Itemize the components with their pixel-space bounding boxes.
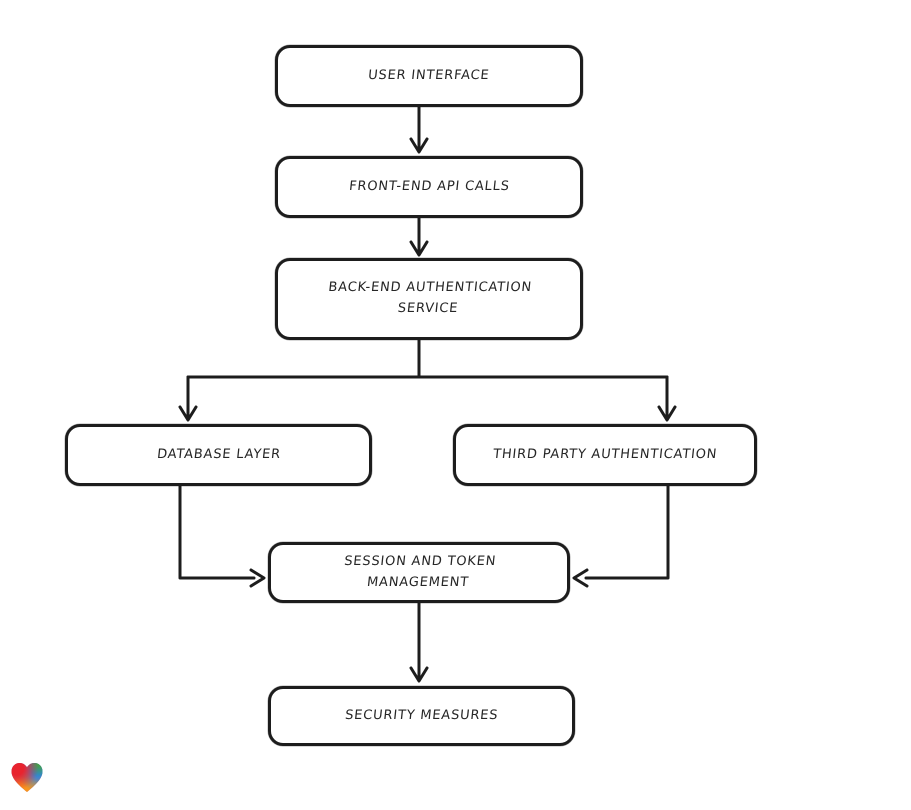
node-security-measures: SECURITY MEASURES xyxy=(268,686,575,746)
node-session-and-token-management: SESSION AND TOKEN MANAGEMENT xyxy=(268,542,570,603)
edge-database-layer-to-session-and-token-management xyxy=(178,484,266,588)
node-third-party-authentication: THIRD PARTY AUTHENTICATION xyxy=(453,424,757,486)
node-database-layer-label: DATABASE LAYER xyxy=(155,446,282,462)
node-back-end-authentication-service: BACK-END AUTHENTICATION SERVICE xyxy=(275,258,583,340)
node-back-end-authentication-service-label: BACK-END AUTHENTICATION SERVICE xyxy=(327,280,533,316)
edge-front-end-api-calls-to-back-end-authentication-service xyxy=(409,216,429,257)
node-front-end-api-calls: FRONT-END API CALLS xyxy=(275,156,583,218)
node-database-layer: DATABASE LAYER xyxy=(65,424,372,486)
node-user-interface-label: USER INTERFACE xyxy=(367,67,491,83)
edge-back-end-authentication-service-branch xyxy=(178,338,677,422)
node-session-and-token-management-label: SESSION AND TOKEN MANAGEMENT xyxy=(343,553,497,590)
edge-third-party-authentication-to-session-and-token-management xyxy=(572,484,670,588)
edge-session-and-token-management-to-security-measures xyxy=(409,601,429,683)
node-front-end-api-calls-label: FRONT-END API CALLS xyxy=(348,178,511,194)
node-third-party-authentication-label: THIRD PARTY AUTHENTICATION xyxy=(492,446,718,462)
node-user-interface: USER INTERFACE xyxy=(275,45,583,107)
node-security-measures-label: SECURITY MEASURES xyxy=(344,707,499,723)
edge-user-interface-to-front-end-api-calls xyxy=(409,105,429,154)
